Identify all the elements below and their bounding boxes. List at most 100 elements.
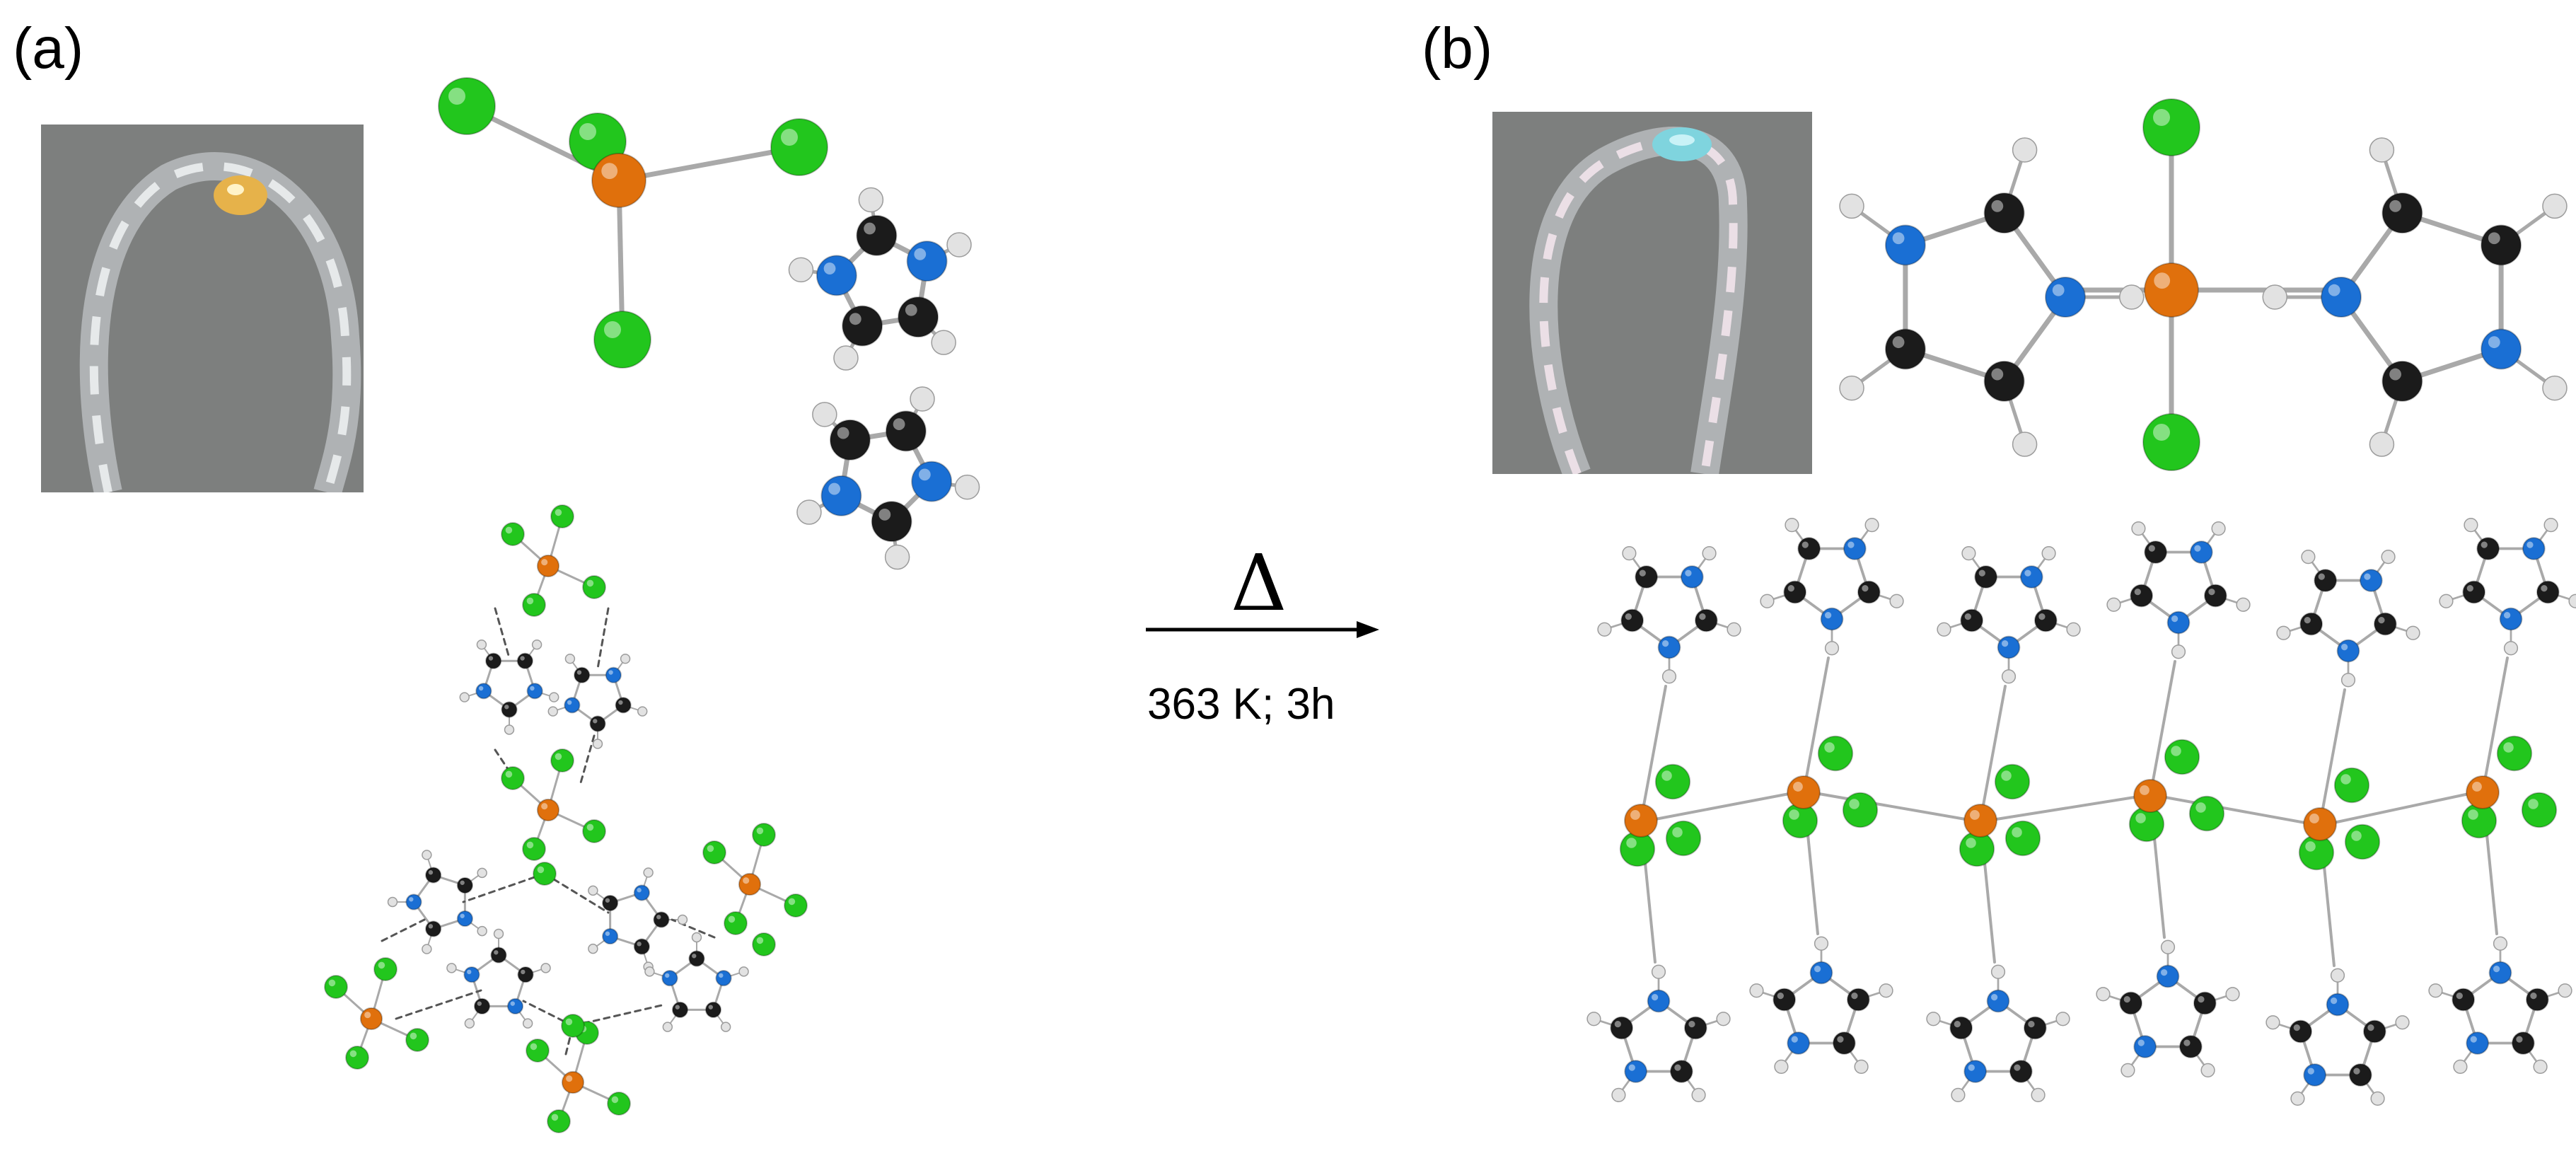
chlorine-atom xyxy=(770,118,828,176)
atom-highlight xyxy=(586,579,594,587)
atom-highlight xyxy=(2389,199,2401,212)
hydrogen-atom xyxy=(2464,518,2478,533)
atom-highlight xyxy=(551,1114,559,1121)
chlorine-atom xyxy=(405,1028,429,1052)
atom-highlight xyxy=(1851,992,1858,1000)
hydrogen-bond xyxy=(596,607,610,670)
carbon-atom xyxy=(2348,1063,2372,1087)
hydrogen-atom xyxy=(788,257,814,283)
chlorine-atom xyxy=(561,1014,585,1038)
atom-highlight xyxy=(605,898,610,903)
chlorine-atom xyxy=(582,819,606,843)
atom-highlight xyxy=(893,418,905,431)
hydrogen-atom xyxy=(2276,625,2291,640)
carbon-atom xyxy=(842,305,883,347)
atom-highlight xyxy=(1628,1064,1635,1071)
carbon-atom xyxy=(424,920,442,937)
chlorine-atom xyxy=(438,77,496,135)
atom-highlight xyxy=(2541,584,2548,592)
atom-highlight xyxy=(505,526,513,534)
hydrogen-atom xyxy=(1814,936,1829,951)
carbon-atom xyxy=(898,296,939,338)
nitrogen-atom xyxy=(661,969,678,987)
carbon-atom xyxy=(2033,608,2058,632)
atom-highlight xyxy=(520,656,525,661)
hydrogen-atom xyxy=(531,639,543,650)
atom-highlight xyxy=(611,1096,619,1104)
carbon-atom xyxy=(1983,192,2025,234)
atom-highlight xyxy=(756,937,764,944)
atom-highlight xyxy=(2309,814,2319,823)
carbon-atom xyxy=(490,947,507,964)
nitrogen-atom xyxy=(2488,961,2512,985)
hydrogen-atom xyxy=(677,914,688,925)
atom-highlight xyxy=(2328,284,2340,296)
chlorine-atom xyxy=(345,1046,369,1070)
hydrogen-atom xyxy=(1727,622,1741,637)
hydrogen-atom xyxy=(2381,550,2396,565)
nitrogen-atom xyxy=(601,927,619,945)
carbon-atom xyxy=(1797,537,1821,560)
carbon-atom xyxy=(2144,540,2168,564)
hydrogen-atom xyxy=(910,386,935,412)
atom-highlight xyxy=(1793,782,1803,792)
carbon-atom xyxy=(2511,1031,2535,1055)
carbon-atom xyxy=(615,697,632,714)
atom-highlight xyxy=(593,719,598,724)
atom-highlight xyxy=(448,88,465,105)
atom-highlight xyxy=(410,1032,417,1040)
chlorine-atom xyxy=(1654,763,1691,800)
atom-highlight xyxy=(541,559,548,566)
atom-highlight xyxy=(2351,831,2362,841)
nitrogen-atom xyxy=(1963,1060,1988,1083)
atom-highlight xyxy=(409,897,414,902)
crystal-photo-b xyxy=(1492,112,1812,474)
carbon-atom xyxy=(1783,580,1807,604)
carbon-atom xyxy=(1857,580,1881,604)
hydrogen-atom xyxy=(504,724,515,735)
hydrogen-atom xyxy=(2369,432,2395,457)
atom-highlight xyxy=(2001,770,2012,781)
carbon-atom xyxy=(1884,328,1926,370)
atom-highlight xyxy=(2307,1068,2314,1075)
hydrogen-atom xyxy=(547,706,558,717)
hydrogen-atom xyxy=(549,692,559,702)
hydrogen-atom xyxy=(812,402,837,427)
atom-highlight xyxy=(428,870,434,875)
atom-highlight xyxy=(566,1075,573,1082)
atom-highlight xyxy=(2194,545,2201,552)
hydrogen-atom xyxy=(2290,1091,2305,1106)
atom-highlight xyxy=(328,979,336,987)
atom-highlight xyxy=(828,482,841,495)
atom-highlight xyxy=(2195,802,2206,813)
atom-highlight xyxy=(1787,584,1794,592)
nitrogen-atom xyxy=(2522,537,2546,560)
bond xyxy=(1640,685,1667,822)
atom-highlight xyxy=(2028,1020,2035,1028)
bond xyxy=(2156,794,2314,826)
hydrogen-atom xyxy=(2568,594,2576,608)
hydrogen-atom xyxy=(2330,968,2345,983)
atom-highlight xyxy=(1814,965,1821,973)
hydrogen-atom xyxy=(459,692,470,702)
hydrogen-atom xyxy=(2120,1063,2135,1077)
hydrogen-atom xyxy=(2055,1012,2070,1026)
carbon-atom xyxy=(2193,991,2217,1015)
hydrogen-atom xyxy=(2301,550,2316,565)
carbon-atom xyxy=(2373,612,2397,636)
carbon-atom xyxy=(1669,1060,1693,1083)
chlorine-atom xyxy=(533,862,557,886)
hydrogen-atom xyxy=(2096,987,2111,1002)
nitrogen-atom xyxy=(2466,1031,2490,1055)
atom-highlight xyxy=(2293,1024,2300,1031)
copper-atom xyxy=(561,1070,585,1094)
nitrogen-atom xyxy=(1624,1060,1648,1083)
atom-highlight xyxy=(378,961,385,969)
nitrogen-atom xyxy=(2189,540,2213,564)
nitrogen-atom xyxy=(506,997,524,1015)
hydrogen-atom xyxy=(946,232,972,258)
chlorine-atom xyxy=(501,522,525,546)
hydrogen-bond xyxy=(381,918,426,942)
bond xyxy=(2326,791,2477,826)
chlorine-atom xyxy=(1665,820,1702,857)
